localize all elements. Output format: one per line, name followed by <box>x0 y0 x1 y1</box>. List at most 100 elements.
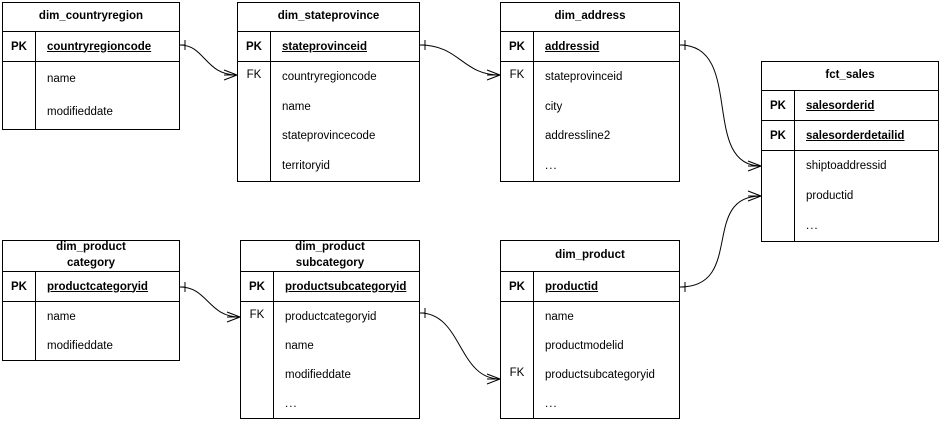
entity-title-line: dim_product <box>295 241 365 254</box>
entity-title-dim_countryregion: dim_countryregion <box>3 3 179 32</box>
relationship-line <box>179 286 241 318</box>
attribute-row[interactable]: addressline2 <box>534 122 679 152</box>
attribute-block-dim_address: FK stateprovinceid city addressline2... <box>501 62 679 181</box>
attribute-row[interactable]: shiptoaddressid <box>795 151 938 181</box>
attribute-row[interactable]: productcategoryid <box>274 302 419 331</box>
attribute-key-column: FK <box>238 62 271 181</box>
attribute-name-column: stateprovinceid city addressline2... <box>534 62 679 181</box>
relationship-line <box>419 312 501 380</box>
attribute-row[interactable]: ... <box>534 151 679 181</box>
cardinality-many-marker <box>747 160 762 172</box>
entity-title-dim_address: dim_address <box>501 3 679 32</box>
key-badge: PK <box>501 272 534 301</box>
relationship-line <box>679 44 762 167</box>
attribute-row[interactable]: name <box>36 302 179 331</box>
attribute-label: name <box>285 339 314 352</box>
attribute-row[interactable]: name <box>274 331 419 360</box>
entity-title-line: dim_address <box>554 10 626 23</box>
attribute-row[interactable]: ... <box>534 389 679 418</box>
attribute-row[interactable]: productmodelid <box>534 331 679 360</box>
key-field-name: productsubcategoryid <box>285 280 407 293</box>
attribute-label: modifieddate <box>47 106 113 119</box>
attribute-row[interactable]: name <box>271 92 419 122</box>
key-badge: PK <box>241 272 274 301</box>
entity-title-line: category <box>67 257 115 269</box>
key-row-dim_productsubcategory-productsubcategoryid[interactable]: PK productsubcategoryid <box>241 272 419 302</box>
entity-title-line: dim_stateprovince <box>277 10 380 23</box>
attribute-row[interactable]: city <box>534 92 679 122</box>
attribute-label: city <box>545 100 563 113</box>
attribute-row[interactable]: productid <box>795 181 938 211</box>
attribute-key-column: FK <box>501 62 534 181</box>
attribute-label: stateprovinceid <box>545 70 623 83</box>
attribute-row[interactable]: modifieddate <box>274 360 419 389</box>
entity-title-dim_product: dim_product <box>501 241 679 272</box>
attribute-label: modifieddate <box>285 368 351 381</box>
entity-title-fct_sales: fct_sales <box>762 62 938 91</box>
key-badge: PK <box>501 32 534 61</box>
attribute-row[interactable]: modifieddate <box>36 96 179 130</box>
attribute-row[interactable]: territoryid <box>271 151 419 181</box>
attribute-row[interactable]: ... <box>274 389 419 418</box>
foreign-key-badge: FK <box>246 68 262 81</box>
foreign-key-badge: FK <box>509 366 525 379</box>
attribute-key-column: FK <box>241 302 274 418</box>
entity-title-line: dim_product <box>56 241 126 254</box>
relationship-subcategory-to-product <box>419 308 501 385</box>
attribute-row[interactable]: stateprovincecode <box>271 122 419 152</box>
cardinality-many-marker <box>747 190 762 202</box>
attribute-row[interactable]: productsubcategoryid <box>534 360 679 389</box>
foreign-key-badge: FK <box>509 68 525 81</box>
relationship-address-to-fctsales <box>679 40 762 172</box>
attribute-label: ... <box>806 220 819 232</box>
entity-title-dim_stateprovince: dim_stateprovince <box>238 3 419 32</box>
entity-title-line: dim_product <box>555 249 625 262</box>
entity-title-dim_productcategory: dim_product category <box>3 241 179 272</box>
attribute-label: addressline2 <box>545 130 611 143</box>
key-field-name: salesorderid <box>806 99 875 112</box>
cardinality-many-marker <box>486 373 501 385</box>
attribute-block-dim_countryregion: name modifieddate <box>3 62 179 129</box>
attribute-row[interactable]: ... <box>795 211 938 241</box>
entity-title-line: fct_sales <box>825 69 875 82</box>
relationship-productcategory-to-subcategory <box>179 282 241 323</box>
attribute-row[interactable]: name <box>36 62 179 96</box>
attribute-row[interactable]: countryregioncode <box>271 62 419 92</box>
key-row-dim_address-addressid[interactable]: PK addressid <box>501 32 679 62</box>
relationship-product-to-fctsales <box>679 190 762 292</box>
foreign-key-badge: FK <box>249 308 265 321</box>
attribute-label: name <box>545 310 574 323</box>
attribute-label: ... <box>285 397 298 410</box>
attribute-row[interactable]: stateprovinceid <box>534 62 679 92</box>
relationship-line <box>179 44 238 76</box>
relationship-line <box>419 44 501 76</box>
key-field-name: productcategoryid <box>47 280 148 293</box>
entity-title-line: dim_countryregion <box>38 10 144 23</box>
attribute-row[interactable]: name <box>534 302 679 331</box>
attribute-row[interactable]: modifieddate <box>36 331 179 360</box>
attribute-block-dim_productsubcategory: FK productcategoryid name modifieddate... <box>241 302 419 418</box>
key-field-name: addressid <box>545 40 600 53</box>
attribute-key-column <box>762 151 795 241</box>
attribute-label: countryregioncode <box>282 70 377 83</box>
